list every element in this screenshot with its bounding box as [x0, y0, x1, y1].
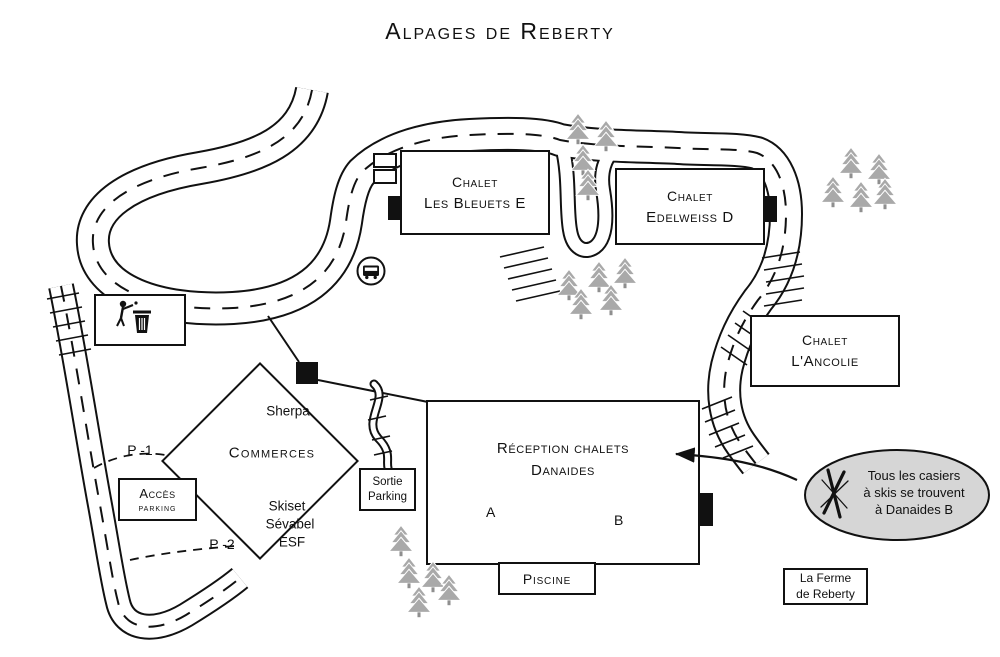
commerces-label: Commerces — [228, 444, 316, 462]
entrance-blocks — [296, 196, 777, 526]
hatch-marks — [46, 246, 805, 459]
building-label: Les Bleuets E — [424, 194, 526, 212]
danaides-unit-b-label: B — [614, 512, 624, 528]
sign-label: parking — [138, 502, 177, 514]
building-label: Piscine — [522, 570, 572, 587]
bus-stop-icon — [356, 256, 386, 286]
commerces-esf-label: ESF — [278, 534, 306, 550]
acces-parking-sign: Accès parking — [118, 478, 197, 521]
building-label: Danaides — [531, 462, 595, 479]
building-label: L'Ancolie — [791, 353, 859, 370]
building-reception-danaides: Réception chalets Danaides A B — [426, 400, 700, 565]
building-chalet-edelweiss: Chalet Edelweiss D — [615, 168, 765, 245]
building-label: de Reberty — [796, 586, 855, 601]
commerces-sevabel-label: Sévabel — [265, 516, 315, 532]
building-label: Edelweiss D — [646, 208, 734, 226]
building-la-ferme-de-reberty: La Ferme de Reberty — [783, 568, 868, 605]
parking-level-p1-label: P -1 — [127, 442, 153, 458]
building-label: Chalet — [802, 332, 848, 348]
commerces-sherpa-label: Sherpa — [266, 403, 310, 419]
parking-ramp-dashes — [93, 452, 236, 561]
sign-label: Parking — [368, 490, 407, 503]
building-piscine: Piscine — [498, 562, 596, 595]
page-title: Alpages de Reberty — [385, 18, 615, 44]
bubble-line: à skis se trouvent — [863, 485, 965, 501]
sign-label: Accès — [139, 485, 176, 501]
sign-label: Sortie — [372, 475, 403, 488]
info-bubble-text: Tous les casiers à skis se trouvent à Da… — [846, 467, 982, 518]
building-chalet-les-bleuets: Chalet Les Bleuets E — [400, 150, 550, 235]
sortie-parking-sign: Sortie Parking — [359, 468, 416, 511]
parking-level-p2-label: P -2 — [209, 536, 235, 552]
building-label: Réception chalets — [496, 440, 630, 457]
building-chalet-ancolie: Chalet L'Ancolie — [750, 315, 900, 387]
danaides-unit-a-label: A — [486, 504, 496, 520]
building-label: Chalet — [667, 187, 713, 204]
commerces-skiset-label: Skiset — [268, 498, 306, 514]
road-centerlines — [60, 89, 788, 628]
building-label: La Ferme — [799, 570, 852, 585]
building-label: Chalet — [452, 173, 498, 190]
bubble-line: Tous les casiers — [867, 468, 961, 483]
bubble-line: à Danaides B — [874, 502, 954, 518]
sign-markers — [373, 153, 397, 184]
litter-bin-icon — [94, 294, 186, 346]
